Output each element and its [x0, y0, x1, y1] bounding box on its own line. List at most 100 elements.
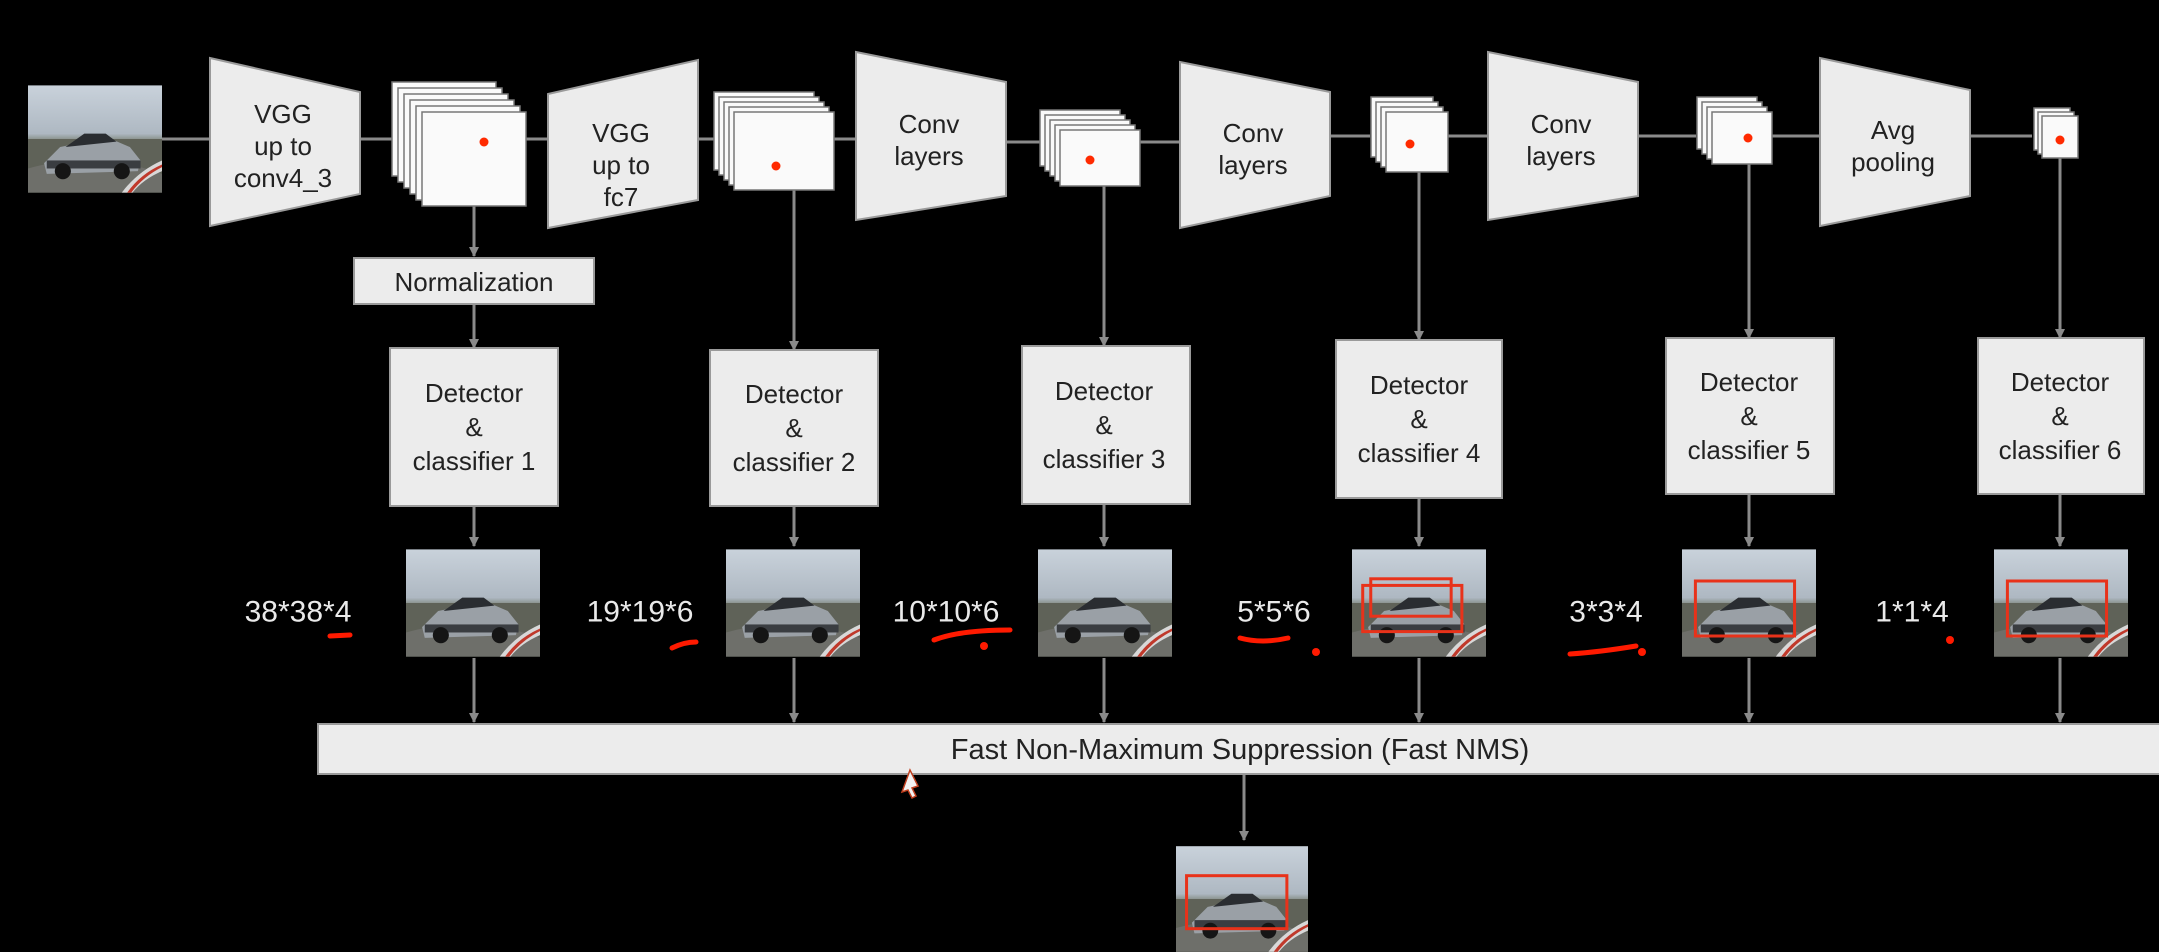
- car-photo: [1038, 549, 1172, 657]
- backbone-vgg2-label-line: VGG: [592, 118, 650, 148]
- red-annotation-dot: [1312, 648, 1320, 656]
- detector-classifier-4-label-line: &: [1410, 404, 1427, 434]
- detection-box: [1185, 874, 1289, 931]
- backbone-vgg2-label-line: up to: [592, 150, 650, 180]
- connector-layer: [162, 134, 2066, 842]
- anchor-dot: [1743, 133, 1753, 143]
- detector-classifier-5-label-line: &: [1740, 401, 1757, 431]
- feature-map-stack-1: [391, 81, 527, 207]
- feature-map-layer: [1711, 111, 1773, 165]
- feature-map-layer: [1385, 111, 1449, 173]
- red-annotation-dot: [980, 642, 988, 650]
- feature-map-stack-2: [713, 91, 835, 191]
- detector-classifier-6-label-line: &: [2051, 401, 2068, 431]
- backbone-conv3-label-line: layers: [1526, 141, 1595, 171]
- feature-map-layer: [733, 111, 835, 191]
- detector-classifier-5-box: [1665, 337, 1835, 495]
- feature-map-stack-5: [1696, 96, 1773, 165]
- detector-classifier-3-label-line: Detector: [1055, 376, 1154, 406]
- backbone-conv1-block: [855, 50, 1007, 222]
- detection-box: [1369, 577, 1453, 618]
- detector-classifier-2-label-line: &: [785, 413, 802, 443]
- detector-classifier-1-box: [389, 347, 559, 507]
- output-shape-2: 19*19*6: [587, 596, 694, 629]
- detector-classifier-6-box: [1977, 337, 2145, 495]
- backbone-avgpool-label-line: pooling: [1851, 147, 1935, 177]
- detection-box: [2005, 579, 2109, 638]
- output-shape-3: 10*10*6: [893, 596, 1000, 629]
- anchor-dot: [1405, 139, 1415, 149]
- input-image: [28, 85, 162, 193]
- feature-map-stack-6: [2033, 107, 2079, 159]
- detection-output-image-4: [1352, 549, 1486, 657]
- output-shape-6: 1*1*4: [1875, 596, 1948, 629]
- detector-classifier-4-label-line: classifier 4: [1358, 438, 1481, 468]
- detector-classifier-1-label-line: Detector: [425, 378, 524, 408]
- backbone-vgg1-label-line: up to: [254, 131, 312, 161]
- detector-classifier-6-label-line: classifier 6: [1999, 435, 2122, 465]
- fast-nms-label: Fast Non-Maximum Suppression (Fast NMS): [951, 734, 1530, 766]
- cursor-icon: [900, 768, 920, 800]
- anchor-dot: [479, 137, 489, 147]
- detection-box: [1361, 583, 1464, 634]
- detection-output-image-6: [1994, 549, 2128, 657]
- backbone-vgg1-block: [209, 56, 361, 228]
- final-detection-image: [1176, 846, 1308, 952]
- car-photo: [28, 85, 162, 193]
- red-annotation-dot: [1946, 636, 1954, 644]
- anchor-dot: [2055, 135, 2065, 145]
- red-annotation-stroke: [931, 627, 1013, 643]
- backbone-conv3-label-line: Conv: [1531, 109, 1592, 139]
- detector-classifier-6-label-line: Detector: [2011, 367, 2110, 397]
- detector-classifier-2-label-line: classifier 2: [733, 447, 856, 477]
- red-annotation-dot: [1638, 648, 1646, 656]
- feature-map-stack-4: [1370, 96, 1449, 173]
- red-annotation-stroke: [1237, 635, 1291, 644]
- detector-classifier-2-label-line: Detector: [745, 379, 844, 409]
- backbone-vgg2-block: [547, 58, 699, 230]
- detector-classifier-3-box: [1021, 345, 1191, 505]
- car-photo: [406, 549, 540, 657]
- detector-classifier-4-label-line: Detector: [1370, 370, 1469, 400]
- backbone-vgg1-label-line: conv4_3: [234, 163, 332, 193]
- detector-classifier-5-label-line: Detector: [1700, 367, 1799, 397]
- backbone-conv3-block: [1487, 50, 1639, 222]
- fast-nms-box: [317, 723, 2159, 775]
- car-photo: [726, 549, 860, 657]
- normalization-label: Normalization: [395, 267, 554, 297]
- backbone-conv1-label-line: Conv: [899, 109, 960, 139]
- feature-map-layer: [1059, 129, 1141, 187]
- output-shape-1: 38*38*4: [245, 596, 352, 629]
- output-shape-4: 5*5*6: [1237, 596, 1310, 629]
- red-annotation-stroke: [1567, 643, 1639, 657]
- detector-classifier-1-label-line: classifier 1: [413, 446, 536, 476]
- shape-layer: [28, 50, 2159, 952]
- backbone-conv1-label-line: layers: [894, 141, 963, 171]
- backbone-conv2-label-line: layers: [1218, 150, 1287, 180]
- backbone-conv2-label-line: Conv: [1223, 118, 1284, 148]
- detector-classifier-4-box: [1335, 339, 1503, 499]
- backbone-avgpool-label-line: Avg: [1871, 115, 1915, 145]
- detection-output-image-1: [406, 549, 540, 657]
- detection-output-image-3: [1038, 549, 1172, 657]
- backbone-vgg1-label-line: VGG: [254, 99, 312, 129]
- detector-classifier-1-label-line: &: [465, 412, 482, 442]
- detector-classifier-3-label-line: &: [1095, 410, 1112, 440]
- detection-box: [1693, 579, 1797, 638]
- output-shape-5: 3*3*4: [1569, 596, 1642, 629]
- detector-classifier-3-label-line: classifier 3: [1043, 444, 1166, 474]
- detection-output-image-2: [726, 549, 860, 657]
- feature-map-layer: [421, 111, 527, 207]
- normalization-box: [353, 257, 595, 305]
- backbone-avgpool-block: [1819, 56, 1971, 228]
- red-annotation-stroke: [327, 632, 353, 639]
- red-annotation-stroke: [669, 639, 699, 651]
- anchor-dot: [771, 161, 781, 171]
- detector-classifier-2-box: [709, 349, 879, 507]
- detector-classifier-5-label-line: classifier 5: [1688, 435, 1811, 465]
- backbone-conv2-block: [1179, 60, 1331, 230]
- anchor-dot: [1085, 155, 1095, 165]
- backbone-vgg2-label-line: fc7: [604, 182, 639, 212]
